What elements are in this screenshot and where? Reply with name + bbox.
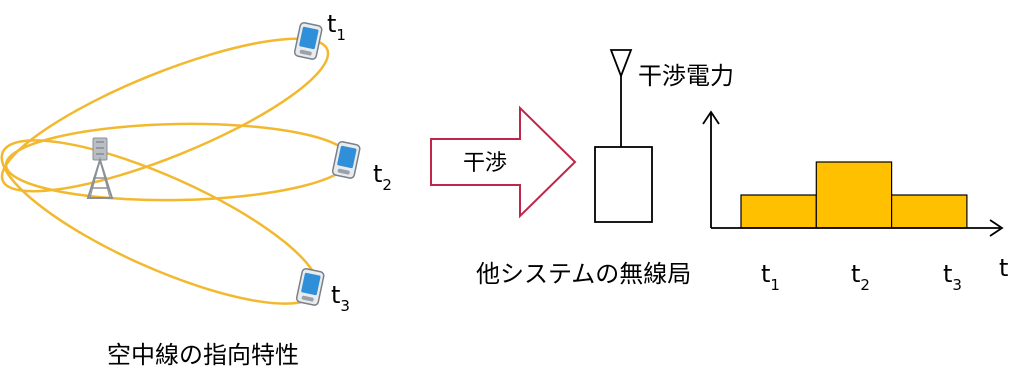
bar-t2 — [815, 161, 893, 229]
base-station-tower-icon — [86, 137, 114, 199]
interference-power-chart — [702, 110, 1004, 237]
terminal-label-t1: t1 — [327, 10, 346, 44]
bar-t3 — [890, 194, 968, 229]
interference-arrow — [430, 105, 577, 219]
mobile-phone-icon-t3 — [295, 267, 325, 306]
beam-patterns — [0, 37, 352, 305]
radio-station-box — [594, 146, 653, 223]
terminal-label-t2: t2 — [373, 160, 392, 194]
radio-station-antenna-icon — [609, 49, 633, 147]
time-axis-label: t — [999, 254, 1008, 282]
radio-station-caption: 他システムの無線局 — [476, 260, 691, 288]
interference-power-label: 干渉電力 — [638, 62, 734, 90]
terminal-label-t3: t3 — [331, 281, 350, 315]
beam-t1 — [0, 37, 330, 193]
bar-t1 — [740, 194, 817, 229]
beam-t3 — [0, 139, 320, 305]
mobile-phone-icon-t1 — [293, 21, 323, 60]
time-tick-t1: t1 — [761, 260, 780, 294]
interference-arrow-label: 干渉 — [463, 151, 507, 176]
time-tick-t2: t2 — [851, 260, 870, 294]
time-tick-t3: t3 — [943, 260, 962, 294]
mobile-phone-icon-t2 — [331, 140, 361, 179]
antenna-pattern-caption: 空中線の指向特性 — [107, 341, 299, 369]
chart-axes — [702, 110, 1004, 237]
beam-t2 — [4, 122, 352, 202]
